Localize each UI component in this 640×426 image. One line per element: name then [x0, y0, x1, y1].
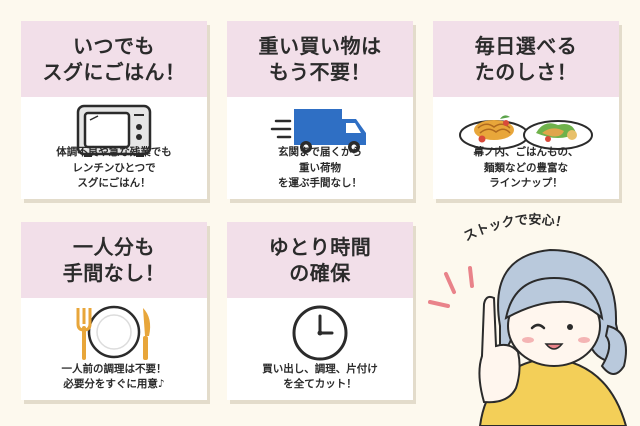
- card-description-line: 玄関まで届くから: [278, 146, 362, 159]
- meal-plates-icon: [459, 115, 593, 150]
- pointing-hand: [478, 295, 521, 404]
- card-description-line: 重い荷物: [299, 161, 341, 174]
- card-title-line: もう不要！: [269, 60, 371, 84]
- card-description-line: を全てカット！: [283, 377, 357, 390]
- blush: [522, 337, 534, 343]
- mouth: [544, 343, 564, 350]
- ponytail: [600, 324, 627, 375]
- card-title: ゆとり時間 の確保: [227, 222, 413, 298]
- card-title: 毎日選べる たのしさ！: [433, 21, 619, 97]
- bangs: [504, 276, 604, 321]
- feature-card-single-portion: 一人分も 手間なし！ 一人前の調理は不要！ 必要分をすぐに用意♪: [21, 222, 207, 400]
- feature-card-delivery: 重い買い物は もう不要！ 玄関まで届くから 重い荷物 を運ぶ手間なし！: [227, 21, 413, 199]
- card-description: 幕ノ内、ごはんもの、 麺類などの豊富な ラインナップ！: [433, 145, 619, 191]
- eye-left: [530, 323, 546, 330]
- card-description-line: 買い出し、調理、片付け: [262, 362, 378, 375]
- card-title-line: いつでも: [73, 33, 155, 58]
- card-title-line: ゆとり時間: [268, 234, 372, 259]
- card-description-line: 麺類などの豊富な: [484, 161, 568, 174]
- microwave-icon: [76, 104, 152, 157]
- card-title: 重い買い物は もう不要！: [227, 21, 413, 97]
- card-description-line: 必要分をすぐに用意♪: [63, 377, 165, 390]
- feature-card-variety: 毎日選べる たのしさ！ 幕ノ内、ごはんもの、 麺類などの豊富な ライン: [433, 21, 619, 199]
- eye-right: [567, 324, 573, 330]
- card-title-line: たのしさ！: [474, 60, 578, 84]
- card-description-line: 一人前の調理は不要！: [61, 362, 167, 375]
- card-description-line: ラインナップ！: [489, 176, 563, 189]
- card-description-line: を運ぶ手間なし！: [278, 176, 362, 189]
- feature-card-quick-meal: いつでも スグにごはん！ 体調不良や急な残業でも レンチンひとつで スグにごはん…: [21, 21, 207, 199]
- emphasis-lines: [428, 266, 474, 308]
- card-description: 玄関まで届くから 重い荷物 を運ぶ手間なし！: [227, 145, 413, 191]
- fork-knife-plate-icon: [76, 305, 151, 360]
- woman-illustration: ストックで安心！: [428, 212, 628, 426]
- feature-card-free-time: ゆとり時間 の確保 買い出し、調理、片付け を全てカット！: [227, 222, 413, 400]
- card-description-line: 幕ノ内、ごはんもの、: [473, 146, 579, 159]
- card-description: 買い出し、調理、片付け を全てカット！: [227, 362, 413, 392]
- card-title-line: の確保: [289, 261, 351, 285]
- card-description-line: スグにごはん！: [77, 176, 151, 189]
- card-title-line: 重い買い物は: [258, 33, 382, 58]
- delivery-truck-icon: [270, 109, 366, 153]
- card-title-line: 手間なし！: [62, 261, 166, 285]
- card-description-line: 体調不良や急な残業でも: [56, 146, 172, 159]
- clock-icon: [292, 305, 348, 361]
- card-title-line: 一人分も: [73, 234, 155, 259]
- card-title-line: 毎日選べる: [474, 33, 578, 58]
- card-title: 一人分も 手間なし！: [21, 222, 207, 298]
- speech-text: ストックで安心！: [461, 212, 569, 245]
- blush: [578, 337, 590, 343]
- card-description: 体調不良や急な残業でも レンチンひとつで スグにごはん！: [21, 145, 207, 191]
- card-description-line: レンチンひとつで: [72, 161, 156, 174]
- card-description: 一人前の調理は不要！ 必要分をすぐに用意♪: [21, 362, 207, 392]
- card-title: いつでも スグにごはん！: [21, 21, 207, 97]
- card-title-line: スグにごはん！: [42, 60, 186, 84]
